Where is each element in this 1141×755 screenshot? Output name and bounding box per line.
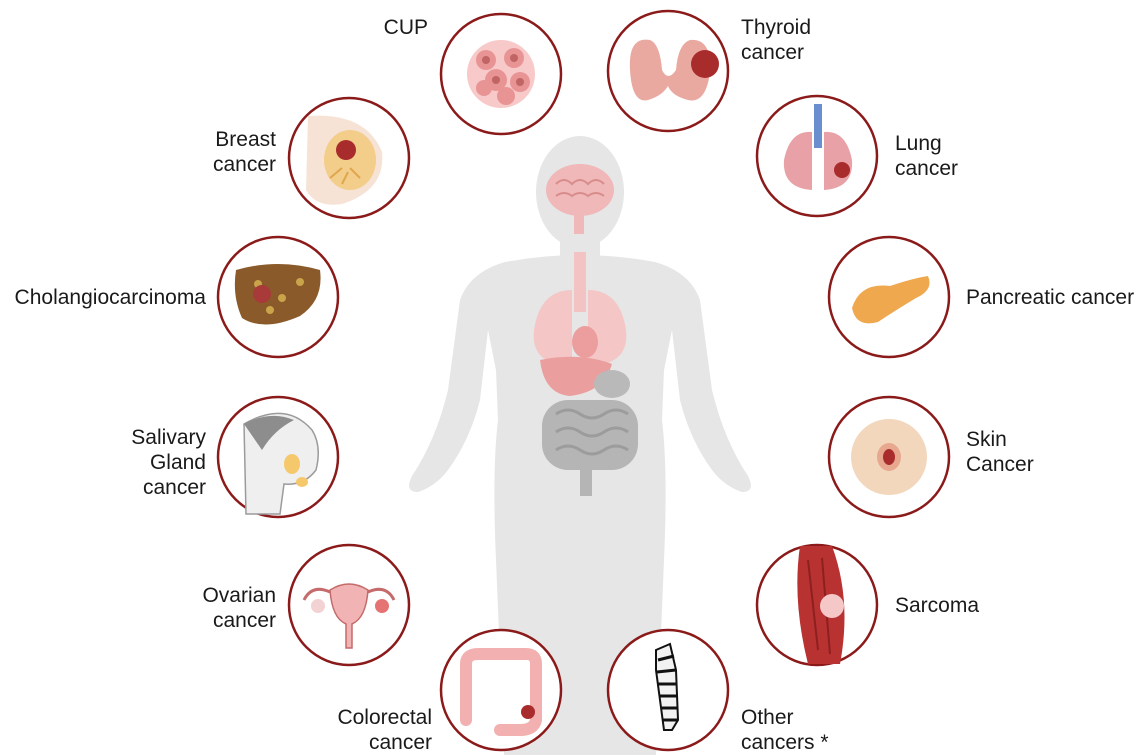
breast-circle bbox=[289, 98, 409, 218]
label-thyroid-1: Thyroid bbox=[741, 16, 811, 39]
label-thyroid-2: cancer bbox=[741, 41, 804, 64]
skin-circle bbox=[829, 397, 949, 517]
label-cholangio: Cholangiocarcinoma bbox=[15, 286, 207, 309]
label-colorectal-2: cancer bbox=[369, 731, 432, 754]
label-lung-2: cancer bbox=[895, 157, 958, 180]
sarcoma-circle bbox=[757, 545, 877, 665]
ovarian-circle bbox=[289, 545, 409, 665]
label-sarcoma: Sarcoma bbox=[895, 594, 979, 617]
cup-circle bbox=[441, 14, 561, 134]
label-skin-2: Cancer bbox=[966, 453, 1034, 476]
pancreas-circle bbox=[829, 237, 949, 357]
salivary-circle bbox=[218, 397, 338, 517]
zebra-circle bbox=[608, 630, 728, 750]
label-cup: CUP bbox=[384, 16, 428, 39]
lung-circle bbox=[757, 96, 877, 216]
label-salivary-3: cancer bbox=[143, 476, 206, 499]
label-skin-1: Skin bbox=[966, 428, 1007, 451]
label-other-2: cancers * bbox=[741, 731, 829, 754]
label-ovarian-1: Ovarian bbox=[202, 584, 276, 607]
label-colorectal-1: Colorectal bbox=[337, 706, 432, 729]
liver-circle bbox=[218, 237, 338, 357]
label-breast-1: Breast bbox=[215, 128, 276, 151]
label-ovarian-2: cancer bbox=[213, 609, 276, 632]
thyroid-circle bbox=[608, 11, 728, 131]
label-salivary-1: Salivary bbox=[131, 426, 206, 449]
label-breast-2: cancer bbox=[213, 153, 276, 176]
label-lung-1: Lung bbox=[895, 132, 942, 155]
colorectal-circle bbox=[441, 630, 561, 750]
trachea-icon bbox=[574, 252, 586, 312]
label-pancreatic: Pancreatic cancer bbox=[966, 286, 1134, 309]
label-salivary-2: Gland bbox=[150, 451, 206, 474]
label-other-1: Other bbox=[741, 706, 794, 729]
